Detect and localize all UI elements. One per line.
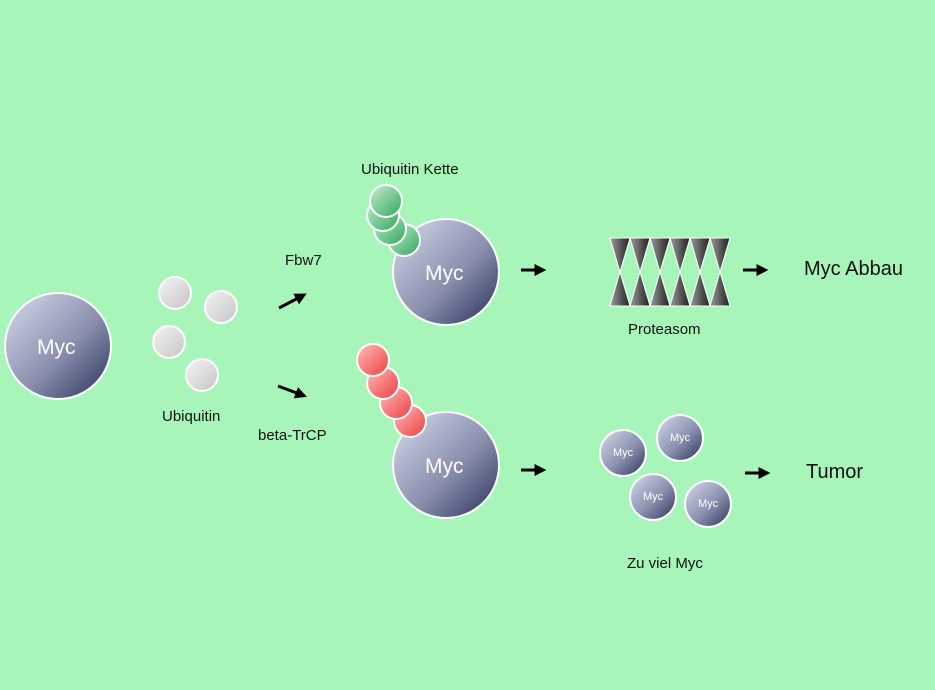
ubiquitin-molecule [152,325,186,359]
myc-label-small: Myc [670,432,691,444]
arrow-up-right [278,293,307,310]
myc-label-small: Myc [698,498,719,510]
ubiquitin-molecule [204,290,238,324]
fbw7-label: Fbw7 [285,252,322,269]
myc-label-small: Myc [643,491,664,503]
arrow-down-right [277,384,308,399]
ubiquitin-chain-link [369,184,403,218]
myc-small [656,414,704,462]
myc-label: Myc [425,455,464,478]
proteasome-icon [609,237,731,307]
myc-label-small: Myc [613,447,634,459]
myc-protein [4,292,112,400]
ubiquitin-molecule [185,358,219,392]
myc-small [599,429,647,477]
myc-small [684,480,732,528]
myc-label: Myc [425,262,464,285]
myc-label: Myc [37,336,76,359]
proteasome-label: Proteasom [628,321,701,338]
ubiquitin-chain-link [356,343,390,377]
ubiquitin-molecule [158,276,192,310]
myc-degradation-label: Myc Abbau [804,258,903,280]
myc-protein-betatrcp [392,411,500,519]
too-much-myc-label: Zu viel Myc [627,555,703,572]
beta-trcp-label: beta-TrCP [258,427,327,444]
myc-small [629,473,677,521]
tumor-label: Tumor [806,461,864,483]
ubiquitin-label: Ubiquitin [162,408,221,425]
ubiquitin-chain-label: Ubiquitin Kette [361,161,459,178]
